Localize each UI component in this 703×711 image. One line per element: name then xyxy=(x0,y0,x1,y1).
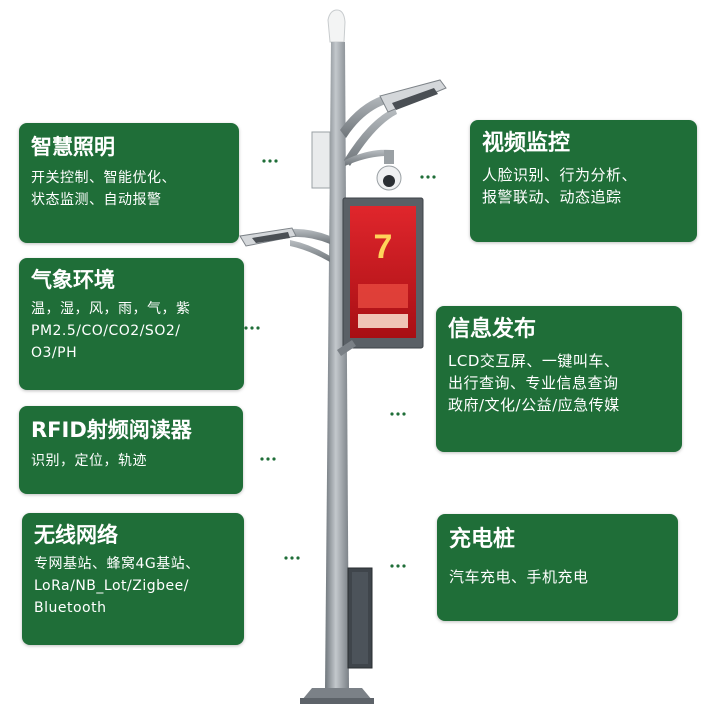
card-title: 充电桩 xyxy=(449,527,516,552)
card-title: 视频监控 xyxy=(482,131,571,156)
card-wireless-network: 无线网络 专网基站、蜂窝4G基站、 LoRa/NB_Lot/Zigbee/ Bl… xyxy=(22,513,244,645)
card-line: LCD交互屏、一键叫车、 xyxy=(448,352,620,370)
card-line: Bluetooth xyxy=(34,600,107,616)
card-weather-environment: 气象环境 温，湿，风，雨，气，紫 PM2.5/CO/CO2/SO2/ O3/PH xyxy=(19,258,244,390)
card-title: 智慧照明 xyxy=(31,135,115,159)
card-rfid-reader: RFID射频阅读器 识别，定位，轨迹 xyxy=(19,406,243,494)
card-line: O3/PH xyxy=(31,345,78,361)
card-line: 政府/文化/公益/应急传媒 xyxy=(448,396,620,414)
card-line: 识别，定位，轨迹 xyxy=(31,453,147,469)
card-line: 汽车充电、手机充电 xyxy=(449,568,589,586)
camera-arm xyxy=(345,149,392,166)
card-line: 开关控制、智能优化、 xyxy=(31,170,176,186)
card-line: LoRa/NB_Lot/Zigbee/ xyxy=(34,578,189,594)
sensor-box-icon xyxy=(311,131,331,189)
charging-box-icon xyxy=(347,567,373,669)
svg-text:7: 7 xyxy=(374,228,393,266)
card-title: RFID射频阅读器 xyxy=(31,418,192,442)
card-line: 报警联动、动态追踪 xyxy=(482,188,622,206)
card-smart-lighting: 智慧照明 开关控制、智能优化、 状态监测、自动报警 xyxy=(19,123,239,243)
card-info-publishing: 信息发布 LCD交互屏、一键叫车、 出行查询、专业信息查询 政府/文化/公益/应… xyxy=(436,306,682,452)
pole-base xyxy=(300,688,374,704)
card-video-surveillance: 视频监控 人脸识别、行为分析、 报警联动、动态追踪 xyxy=(470,120,697,242)
card-line: 专网基站、蜂窝4G基站、 xyxy=(34,556,200,572)
lcd-screen-icon: 7 xyxy=(342,197,424,349)
card-title: 气象环境 xyxy=(31,268,115,292)
card-line: 状态监测、自动报警 xyxy=(31,192,162,208)
camera-dome-icon xyxy=(376,150,402,191)
screen-support xyxy=(337,340,356,356)
card-line: 出行查询、专业信息查询 xyxy=(448,374,619,392)
card-line: PM2.5/CO/CO2/SO2/ xyxy=(31,323,181,339)
pole-top-cap xyxy=(327,9,346,43)
upper-lamp-head-icon xyxy=(379,79,447,113)
connector-dots xyxy=(244,159,436,568)
card-line: 人脸识别、行为分析、 xyxy=(482,166,638,184)
lower-lamp-head-icon xyxy=(239,227,297,247)
card-line: 温，湿，风，雨，气，紫 xyxy=(31,301,191,317)
card-title: 信息发布 xyxy=(448,317,537,342)
card-charging-pile: 充电桩 汽车充电、手机充电 xyxy=(437,514,678,621)
card-title: 无线网络 xyxy=(34,523,118,547)
